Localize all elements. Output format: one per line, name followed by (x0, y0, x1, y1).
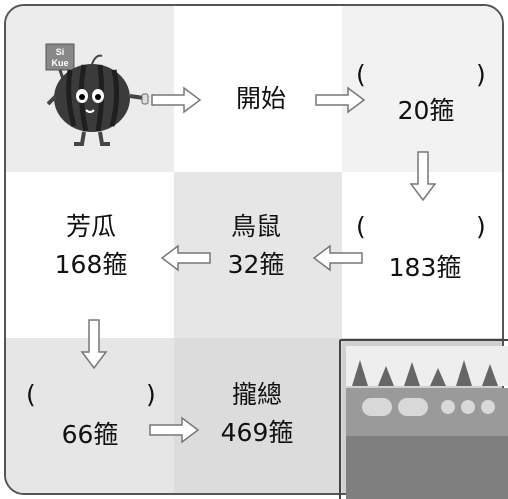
step3-name: 鳥鼠 (230, 212, 281, 241)
step2-value: 183箍 (388, 253, 462, 282)
step2-paren-close: ) (476, 212, 486, 241)
cell-photo (342, 338, 502, 493)
arrow-step4-to-step5 (80, 319, 108, 370)
arrow-step5-to-total (149, 416, 200, 444)
step1-paren-open: ( (356, 60, 366, 89)
total-value: 469箍 (220, 418, 294, 447)
step5-paren-open: ( (26, 380, 36, 409)
step5-paren-close: ) (146, 380, 156, 409)
total-name: 攏總 (231, 380, 282, 409)
cell-start (174, 6, 342, 172)
cell-total (174, 338, 342, 493)
step4-name: 芳瓜 (65, 212, 116, 241)
arrow-mascot-to-start (151, 86, 202, 114)
arrow-step3-to-step4 (160, 244, 211, 272)
cell-step4 (6, 172, 174, 338)
arrow-step1-to-step2 (409, 151, 437, 202)
flowchart-frame (4, 4, 504, 495)
svg-text:Si: Si (56, 47, 65, 57)
svg-text:Kue: Kue (51, 58, 68, 68)
step4-value: 168箍 (54, 250, 128, 279)
arrow-step2-to-step3 (312, 244, 363, 272)
cell-step1 (342, 6, 502, 172)
step1-paren-close: ) (476, 60, 486, 89)
step1-value: 20箍 (397, 96, 455, 125)
step2-paren-open: ( (356, 212, 366, 241)
watermelon-mascot-icon: Si Kue (45, 43, 149, 146)
step3-value: 32箍 (227, 250, 285, 279)
arrow-start-to-step1 (315, 86, 366, 114)
step5-value: 66箍 (61, 420, 119, 449)
start-label: 開始 (235, 84, 286, 113)
